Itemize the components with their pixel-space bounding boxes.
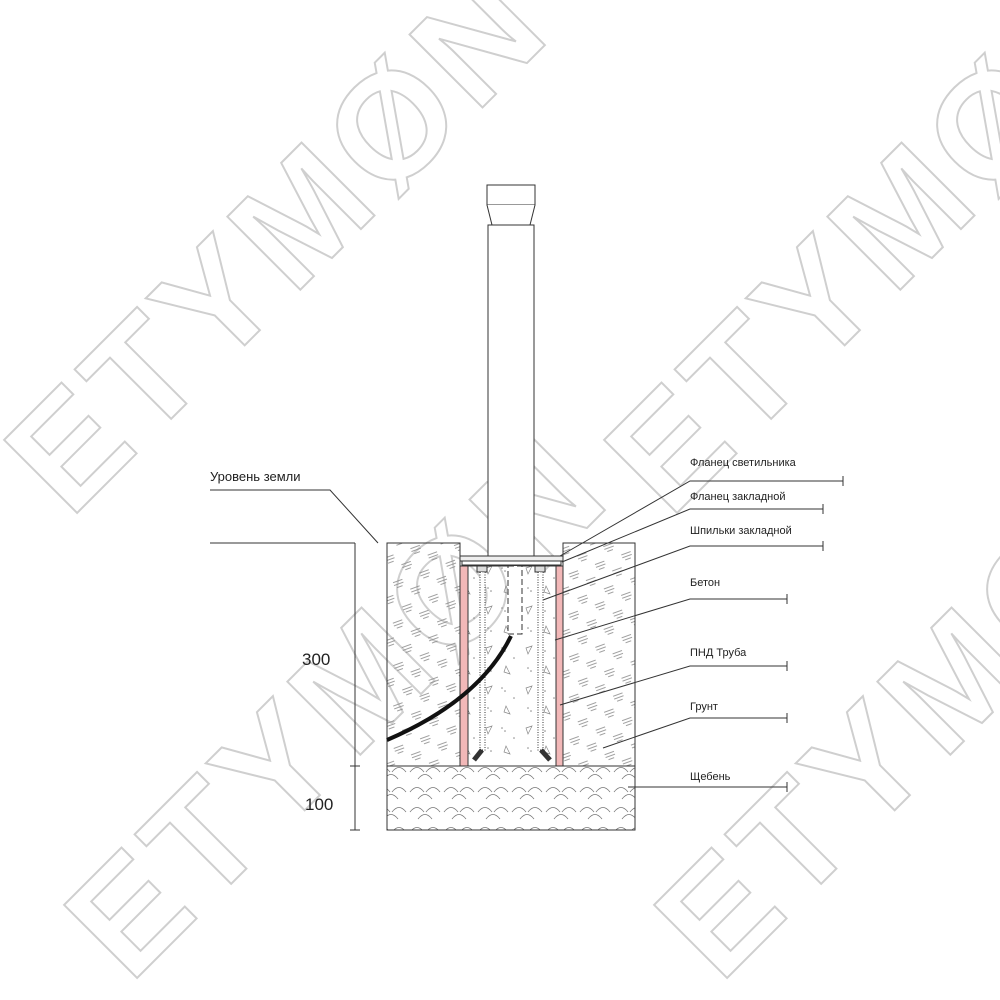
cable-channel — [507, 565, 523, 635]
hdpe-pipe-right — [555, 565, 564, 767]
dimension-line — [350, 543, 360, 831]
dimension-upper: 300 — [302, 650, 331, 669]
callout-embedded-flange: Фланец закладной — [690, 491, 786, 503]
luminaire-flange — [459, 555, 564, 562]
callout-concrete: Бетон — [690, 577, 721, 589]
power-cable — [386, 635, 513, 742]
gravel-layer — [386, 765, 636, 831]
lamp-pole — [486, 184, 536, 557]
callout-gravel: Щебень — [690, 771, 731, 783]
dimension-lower: 100 — [305, 795, 334, 814]
callout-luminaire-flange: Фланец светильника — [690, 457, 796, 469]
callout-hdpe-pipe: ПНД Труба — [690, 647, 747, 659]
embedded-flange — [461, 560, 562, 566]
soil-left — [386, 542, 461, 767]
callout-anchor-studs: Шпильки закладной — [690, 525, 792, 537]
soil-right — [562, 542, 636, 767]
callout-leaders — [542, 476, 844, 792]
ground-level-label: Уровень земли — [210, 469, 301, 484]
ground-label-leader — [210, 489, 379, 544]
anchor-studs — [472, 565, 552, 762]
callout-soil: Грунт — [690, 701, 718, 713]
hdpe-pipe-left — [459, 565, 469, 767]
